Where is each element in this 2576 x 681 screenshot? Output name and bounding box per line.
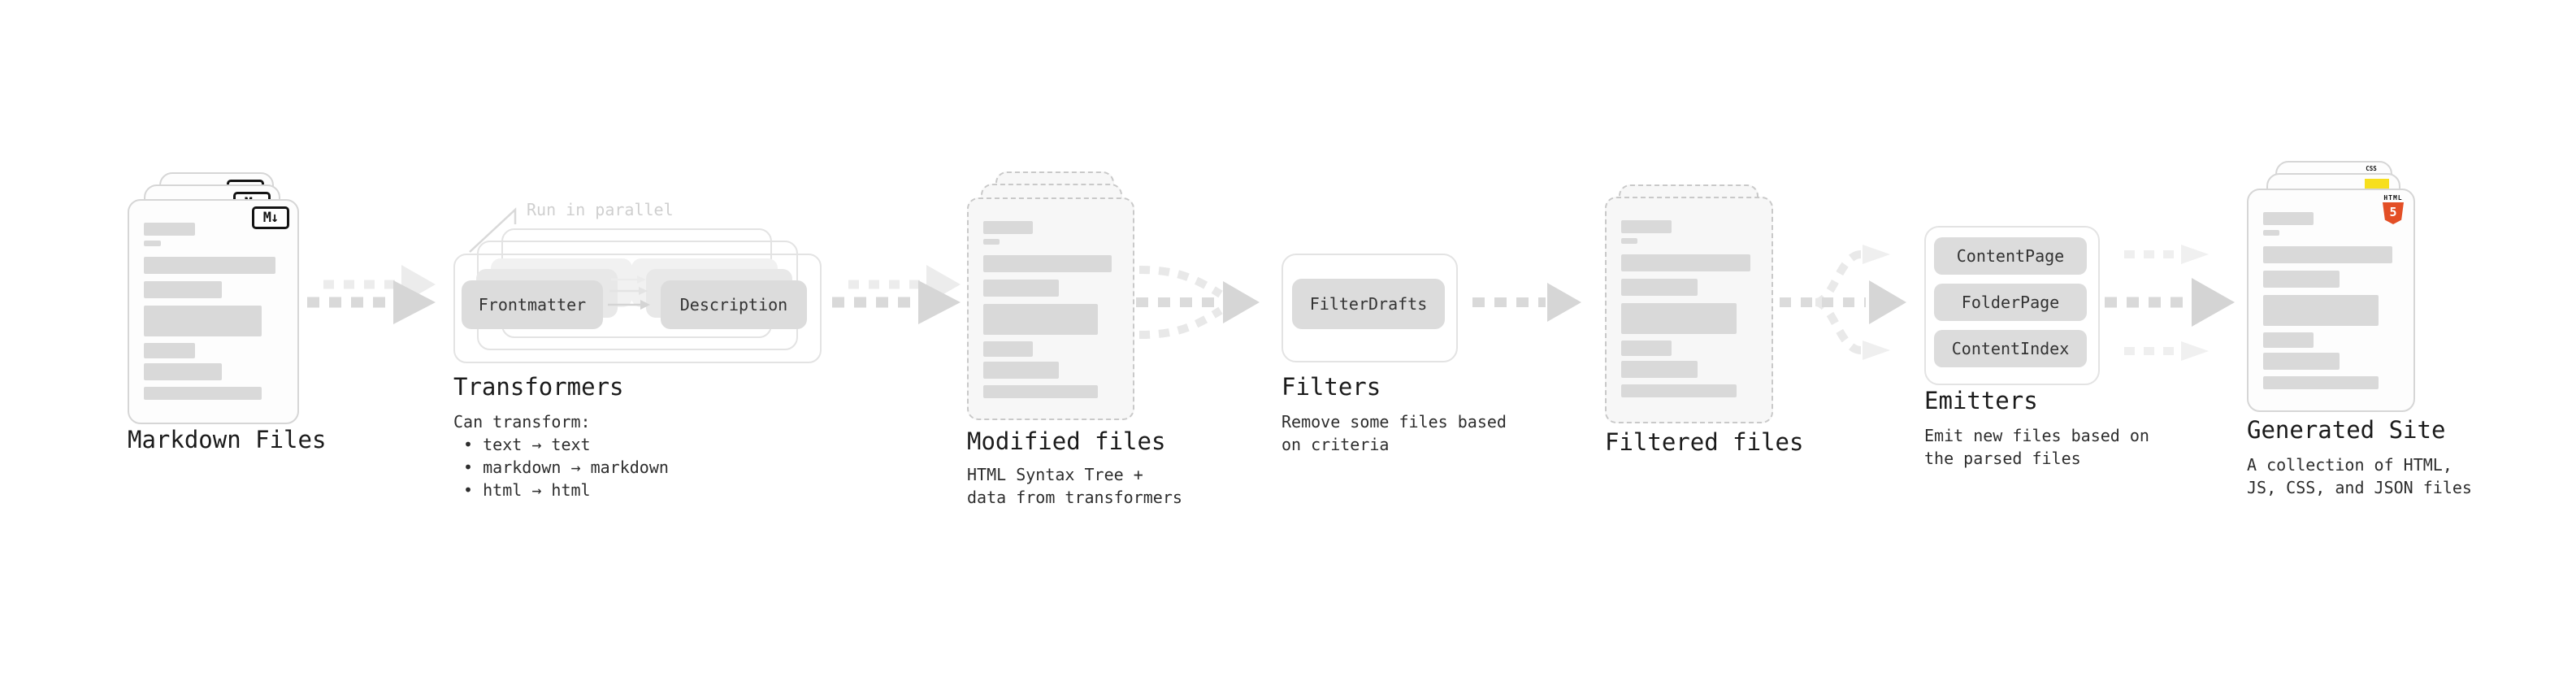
note-line: • text → text: [453, 435, 591, 454]
filters-notes: Remove some files based on criteria: [1281, 410, 1507, 456]
filterdrafts-pill: FilterDrafts: [1292, 279, 1445, 329]
run-in-parallel-annotation: Run in parallel: [527, 200, 674, 219]
transformer-group-front: [453, 254, 822, 363]
note-line: Can transform:: [453, 412, 591, 432]
note-line: • html → html: [453, 480, 591, 500]
emitters-label: Emitters: [1924, 387, 2038, 414]
modified-files-label: Modified files: [967, 427, 1166, 455]
markdown-files-label: Markdown Files: [128, 426, 327, 453]
note-line: Emit new files based on: [1924, 426, 2149, 445]
doc-content-skeleton: [983, 221, 1118, 398]
arrow-emitters-to-generated: [2105, 245, 2235, 361]
emitters-notes: Emit new files based on the parsed files: [1924, 424, 2149, 470]
doc-content-skeleton: [2263, 212, 2399, 389]
transformers-notes: Can transform: • text → text • markdown …: [453, 410, 669, 501]
modified-files-notes: HTML Syntax Tree + data from transformer…: [967, 463, 1182, 509]
contentpage-pill: ContentPage: [1934, 237, 2087, 275]
doc-content-skeleton: [1621, 220, 1757, 397]
contentindex-pill: ContentIndex: [1934, 330, 2087, 367]
modified-card-front: [967, 197, 1134, 420]
filtered-card-front: [1605, 197, 1773, 423]
generated-site-notes: A collection of HTML, JS, CSS, and JSON …: [2247, 453, 2472, 499]
emitters-group-box: [1924, 226, 2100, 385]
generated-card-front: HTML 5: [2247, 189, 2415, 412]
description-pill: Description: [661, 280, 807, 329]
transformers-label: Transformers: [453, 373, 624, 401]
note-line: on criteria: [1281, 435, 1390, 454]
arrow-modified-to-filters: [1136, 266, 1260, 339]
html5-icon: HTML 5: [2382, 194, 2405, 224]
markdown-card-front: M↓: [128, 199, 299, 424]
markdown-icon: M↓: [252, 206, 289, 229]
arrow-transformers-to-modified: [832, 265, 961, 324]
note-line: JS, CSS, and JSON files: [2247, 478, 2472, 497]
filtered-files-label: Filtered files: [1605, 428, 1804, 456]
arrow-filtered-to-emitters: [1780, 245, 1906, 360]
frontmatter-pill: Frontmatter: [462, 280, 603, 329]
filters-group-box: [1281, 254, 1458, 362]
note-line: data from transformers: [967, 488, 1182, 507]
note-line: • markdown → markdown: [453, 458, 669, 477]
note-line: the parsed files: [1924, 449, 2081, 468]
generated-site-label: Generated Site: [2247, 416, 2446, 444]
folderpage-pill: FolderPage: [1934, 284, 2087, 321]
arrow-filters-to-filtered: [1472, 283, 1581, 322]
annotation-leader-line: [469, 207, 517, 253]
note-line: A collection of HTML,: [2247, 455, 2452, 475]
filters-label: Filters: [1281, 373, 1381, 401]
doc-content-skeleton: [144, 223, 283, 400]
note-line: HTML Syntax Tree +: [967, 465, 1143, 484]
arrow-markdown-to-transformers: [307, 265, 436, 324]
transform-step-arrows: [608, 275, 650, 310]
note-line: Remove some files based: [1281, 412, 1507, 432]
